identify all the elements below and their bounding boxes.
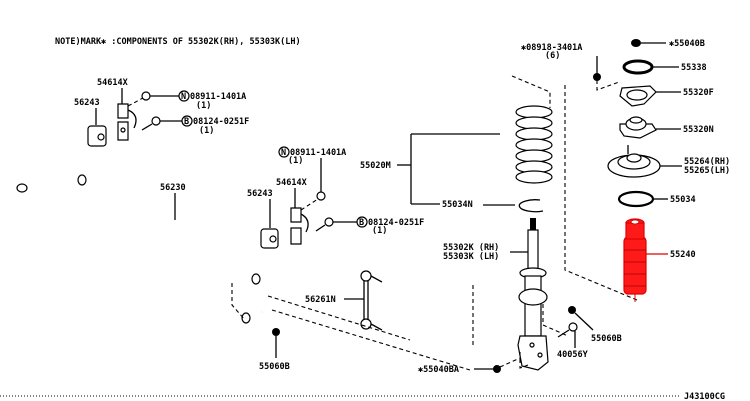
label-55040b[interactable]: ✱55040B [669, 39, 705, 49]
label-55060b-right[interactable]: 55060B [591, 334, 622, 344]
insulator-55034[interactable] [617, 190, 655, 208]
label-55264[interactable]: 55264(RH) [684, 157, 730, 167]
svg-text:B: B [184, 117, 189, 127]
label-bolt-b-mid[interactable]: 08124-0251F [368, 218, 424, 228]
label-nut-top[interactable]: ✱08918-3401A [521, 43, 582, 53]
label-55040ba[interactable]: ✱55040BA [418, 365, 459, 375]
label-bolt-n-mid-qty: (1) [288, 156, 303, 166]
dash-nut-upper [127, 97, 144, 107]
diagram-code: J43100CG [684, 392, 725, 401]
spring-seat-55264[interactable] [607, 145, 661, 178]
label-55338[interactable]: 55338 [681, 63, 707, 73]
svg-text:N: N [281, 148, 286, 158]
dash-link-line [271, 309, 471, 371]
bump-stopper-boot-55240[interactable] [623, 218, 647, 302]
label-bolt-n-upper-qty: (1) [196, 101, 211, 111]
circle-n-icon: N [278, 146, 290, 158]
nut-55060b-left[interactable] [272, 328, 280, 336]
strut-mount-55320n[interactable] [619, 116, 657, 139]
nut-55060b-right[interactable] [568, 306, 576, 314]
stabilizer-bar-56230[interactable] [16, 167, 280, 324]
svg-text:B: B [359, 218, 364, 228]
circle-n-icon: N [178, 90, 190, 102]
label-55020m[interactable]: 55020M [360, 161, 391, 171]
mount-plate-55320f[interactable] [619, 85, 657, 107]
bolt-icon [315, 217, 334, 232]
nut-icon [316, 191, 326, 201]
nut-08918[interactable] [593, 73, 601, 81]
label-nut-top-qty: (6) [545, 51, 560, 61]
label-56243-mid[interactable]: 56243 [247, 189, 273, 199]
bushing-56243-upper[interactable] [87, 125, 107, 147]
dash-outline-bracket [542, 304, 569, 337]
dash-outline-right [564, 85, 638, 301]
note-text: NOTE)MARK✱ :COMPONENTS OF 55302K(RH), 55… [55, 37, 301, 47]
label-55320n[interactable]: 55320N [683, 125, 714, 135]
label-55034[interactable]: 55034 [670, 195, 696, 205]
bearing-55338[interactable] [622, 59, 654, 75]
label-55034n[interactable]: 55034N [442, 200, 473, 210]
label-55265[interactable]: 55265(LH) [684, 166, 730, 176]
insulator-55034n[interactable] [518, 199, 544, 213]
nut-55040ba[interactable] [493, 365, 501, 373]
label-56243-upper[interactable]: 56243 [74, 98, 100, 108]
leader-55060b-right [574, 312, 594, 331]
bracket-54614x-upper[interactable] [117, 103, 137, 141]
label-bolt-b-upper[interactable]: 08124-0251F [193, 117, 249, 127]
label-55320f[interactable]: 55320F [683, 88, 714, 98]
strut-55302k[interactable] [517, 218, 549, 371]
coil-spring-55020m[interactable] [515, 105, 553, 184]
label-bolt-n-upper[interactable]: 08911-1401A [190, 92, 246, 102]
stabilizer-link-56261n[interactable] [360, 270, 383, 331]
label-40056y[interactable]: 40056Y [557, 350, 589, 360]
bracket-54614x-mid[interactable] [290, 198, 319, 245]
bushing-56243-mid[interactable] [260, 228, 279, 249]
label-56230[interactable]: 56230 [160, 183, 186, 193]
dash-outline-top [511, 75, 551, 108]
label-56261n[interactable]: 56261N [305, 295, 336, 305]
nut-55040b[interactable] [631, 39, 641, 47]
label-54614x-upper[interactable]: 54614X [97, 78, 128, 88]
bolt-icon [141, 116, 161, 131]
label-bolt-b-mid-qty: (1) [372, 226, 387, 236]
label-55060b-left[interactable]: 55060B [259, 362, 290, 372]
dash-nut-top [596, 80, 620, 91]
label-54614x-mid[interactable]: 54614X [276, 178, 307, 188]
label-55303k[interactable]: 55303K (LH) [443, 252, 499, 262]
circle-b-icon: B [356, 216, 368, 228]
bolt-40056y[interactable] [557, 322, 578, 338]
dash-55040ba [499, 357, 521, 368]
circle-b-icon: B [181, 115, 193, 127]
nut-icon [141, 91, 151, 101]
label-bolt-n-mid[interactable]: 08911-1401A [290, 148, 346, 158]
label-bolt-b-upper-qty: (1) [199, 126, 214, 136]
label-55302k[interactable]: 55302K (RH) [443, 243, 499, 253]
svg-text:N: N [181, 92, 186, 102]
dash-bar-end [231, 283, 246, 321]
dash-outline-bottom [519, 352, 529, 369]
label-55240[interactable]: 55240 [670, 250, 696, 260]
dash-link-line-2 [267, 295, 411, 341]
